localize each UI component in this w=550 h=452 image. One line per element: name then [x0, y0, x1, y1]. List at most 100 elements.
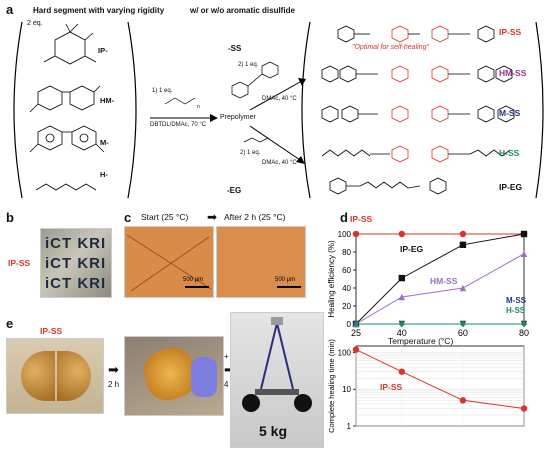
- panel-b-label: b: [6, 210, 14, 225]
- right-paren-2: [535, 21, 544, 199]
- data-point-ip-ss: [352, 230, 360, 238]
- panel-e-sample-label: IP-SS: [40, 326, 63, 336]
- data-point-hm-ss: [459, 284, 467, 292]
- stretched-sample-photo: [124, 336, 224, 416]
- step2-ss-condition: DMAc, 40 °C: [262, 96, 297, 102]
- product-ip-eg-structure: [329, 177, 447, 195]
- y-tick-label: 10: [342, 385, 351, 394]
- arrow-eg: [249, 125, 301, 161]
- trolley-suspended: [242, 317, 312, 412]
- y-tick-label: 60: [342, 266, 351, 275]
- healed-micrograph: 500 μm: [216, 226, 306, 298]
- y-tick-label: 100: [338, 230, 352, 239]
- y-tick-label: 100: [338, 348, 352, 357]
- y-tick-label: 0: [347, 320, 352, 329]
- data-point-h-ss: [352, 320, 360, 328]
- data-point-time-ip-ss: [398, 368, 406, 375]
- panel-e-label: e: [6, 316, 14, 331]
- data-point-hm-ss: [520, 250, 528, 257]
- data-point-hm-ss: [398, 293, 406, 301]
- transparent-film-photo: iCT KRI iCT KRI iCT KRI: [40, 228, 112, 298]
- x-tick-label: 60: [458, 328, 468, 338]
- scale-bar-1: 500 μm: [183, 277, 204, 283]
- step2-ss-label: 2) 1 eq.: [238, 62, 259, 68]
- panel-b-sample-label: IP-SS: [8, 258, 31, 268]
- product-m-ss-label: M-SS: [499, 108, 521, 118]
- route-eg-label: -EG: [227, 186, 242, 195]
- eq-2-label: 2 eq.: [27, 20, 43, 27]
- h-monomer-structure: [35, 183, 97, 191]
- series-line-ip-eg: [355, 233, 525, 325]
- series-line-time-ip-ss: [355, 349, 525, 409]
- sign-row-1: iCT KRI: [45, 235, 107, 252]
- monomer-ip-label: IP-: [98, 46, 108, 55]
- disulfide-reagent-structure: [231, 61, 279, 99]
- data-point-h-ss: [520, 320, 528, 328]
- route-ss-label: -SS: [228, 44, 242, 53]
- monomer-m-label: M-: [100, 138, 109, 147]
- monomer-h-label: H-: [100, 170, 108, 179]
- after-label: After 2 h (25 °C): [224, 212, 286, 222]
- x-tick-label: 80: [519, 328, 529, 338]
- chart-legend-hm-ss: HM-SS: [430, 276, 458, 286]
- product-m-ss-structure: [321, 105, 515, 123]
- polyol-structure: [164, 97, 196, 105]
- glove: [191, 357, 217, 397]
- data-point-ip-eg: [398, 274, 406, 282]
- x-tick-label: 25: [351, 328, 361, 338]
- chart-legend-m-ss: M-SS: [506, 296, 526, 305]
- x-tick-label: 40: [397, 328, 407, 338]
- x-axis-title: Temperature (°C): [388, 336, 454, 346]
- m-monomer-structure: [29, 125, 105, 153]
- header-disulfide: w/ or w/o aromatic disulfide: [190, 6, 295, 15]
- data-point-time-ip-ss: [520, 405, 528, 412]
- monomer-hm-label: HM-: [100, 96, 115, 105]
- arrow-icon: ➡: [224, 362, 235, 378]
- prepolymer-label: Prepolymer: [220, 114, 256, 121]
- glycol-structure: [243, 137, 269, 143]
- data-point-ip-eg: [520, 230, 528, 238]
- cut-sample-photo: [6, 338, 104, 414]
- polyol-n-subscript: n: [197, 104, 200, 110]
- arrow-icon: ➡: [108, 362, 119, 377]
- left-paren-2: [301, 21, 311, 199]
- load-test-photo: 5 kg: [230, 312, 324, 448]
- start-micrograph: 500 μm: [124, 226, 214, 298]
- y-tick-label: 40: [342, 284, 351, 293]
- product-ip-ss-label: IP-SS: [499, 27, 522, 37]
- data-point-time-ip-ss: [352, 346, 360, 353]
- data-point-ip-ss: [459, 230, 467, 238]
- start-label: Start (25 °C): [141, 212, 189, 222]
- time-2h-label: 2 h: [108, 380, 120, 389]
- step1-condition-label: DBTDL/DMAc, 70 °C: [150, 122, 207, 128]
- right-paren-1: [127, 21, 137, 199]
- product-ip-ss-structure: [337, 25, 495, 43]
- panel-a-scheme: [13, 21, 544, 199]
- ip-monomer-structure: [43, 23, 97, 65]
- y-tick-label: 20: [342, 302, 351, 311]
- chart-legend-h-ss: H-SS: [506, 306, 526, 315]
- sign-row-3: iCT KRI: [45, 275, 107, 292]
- left-paren: [13, 21, 23, 199]
- chart-legend-ip-ss: IP-SS: [350, 214, 373, 224]
- hm-monomer-structure: [29, 85, 101, 113]
- sign-row-2: iCT KRI: [45, 255, 107, 272]
- chart2-legend-ip-ss: IP-SS: [380, 382, 403, 392]
- data-point-time-ip-ss: [459, 397, 467, 404]
- y-axis-title-2: Complete healing time (min): [327, 339, 336, 433]
- product-h-ss-structure: [321, 145, 511, 163]
- panel-c-label: c: [124, 210, 132, 225]
- product-hm-ss-structure: [321, 65, 513, 83]
- step1-reagent-label: 1) 1 eq.: [152, 88, 173, 94]
- sample-half-left: [21, 351, 55, 401]
- time-4h-label: 4 h: [224, 380, 235, 389]
- arrow-ss: [249, 81, 301, 111]
- sample-half-right: [57, 351, 91, 401]
- panel-d-label: d: [340, 210, 348, 225]
- y-axis-title: Healing efficiency (%): [327, 240, 336, 318]
- product-h-ss-label: H-SS: [499, 148, 520, 158]
- weight-label: 5 kg: [259, 423, 288, 439]
- plus-sign: +: [224, 352, 229, 361]
- step2-eg-condition: DMAc, 40 °C: [262, 160, 297, 166]
